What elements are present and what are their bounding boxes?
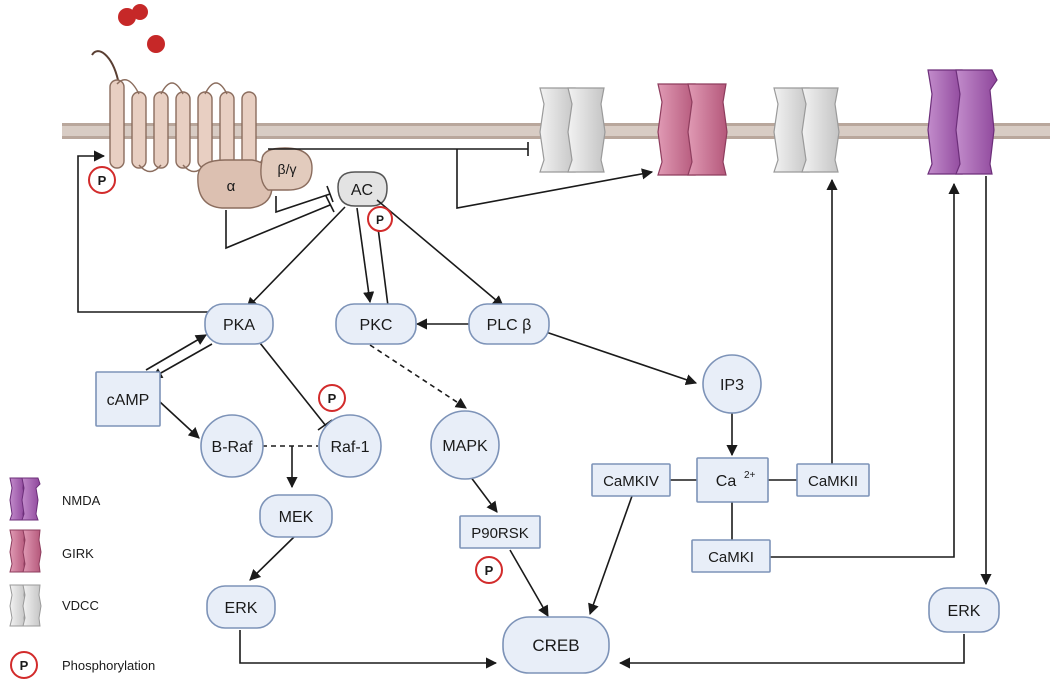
legend-vdcc-icon	[9, 584, 42, 627]
node-ca: Ca 2+	[696, 457, 769, 503]
legend-girk-icon	[9, 529, 42, 573]
node-raf1: Raf-1	[318, 414, 382, 478]
pathway-edges: MAPK dashed -->	[77, 142, 992, 669]
p90rsk-label: P90RSK	[471, 525, 529, 542]
camp-label: cAMP	[107, 392, 150, 409]
edge-camki-nmda	[770, 182, 960, 558]
node-camp: cAMP	[95, 371, 161, 427]
node-camki: CaMKI	[691, 539, 771, 573]
creb-label: CREB	[532, 636, 579, 655]
pka-label: PKA	[223, 317, 255, 334]
legend-phospho-icon: P	[10, 651, 38, 679]
phospho-label: P	[485, 563, 494, 578]
nmda-channel	[927, 69, 998, 175]
edge-p90rsk-creb	[509, 549, 549, 617]
edge-pka-camp	[151, 343, 213, 379]
edge-erkright-creb	[618, 634, 965, 669]
node-ip3: IP3	[702, 354, 762, 414]
node-pka: PKA	[204, 303, 274, 345]
mapk-label: MAPK	[442, 438, 488, 455]
node-mapk: MAPK	[430, 410, 500, 480]
edge-ac-pkc	[356, 207, 375, 304]
legend-nmda-icon	[9, 477, 41, 521]
gpcr-receptor	[91, 50, 263, 173]
erk-right-label: ERK	[948, 603, 981, 620]
node-braf: B-Raf	[200, 414, 264, 478]
edge-to-girk	[456, 149, 654, 209]
node-erk-left: ERK	[206, 585, 276, 629]
pkc-label: PKC	[360, 317, 393, 334]
mek-label: MEK	[279, 509, 314, 526]
vdcc-channel-1	[539, 87, 606, 173]
legend-girk-label: GIRK	[62, 546, 94, 561]
phospho-label: P	[20, 658, 29, 673]
camkii-label: CaMKII	[808, 473, 858, 490]
node-mek: MEK	[259, 494, 333, 538]
beta-gamma-label: β/γ	[278, 161, 297, 177]
edge-alpha-ac	[225, 204, 331, 250]
camkiv-label: CaMKIV	[603, 473, 659, 490]
edge-mapk-p90rsk	[469, 475, 498, 513]
inhibit-bar-betagamma	[326, 185, 334, 203]
phospho-marker-raf1: P	[318, 384, 346, 412]
edge-camkiv-creb	[588, 495, 633, 616]
vdcc-channel-2	[773, 87, 840, 173]
camki-label: CaMKI	[708, 549, 754, 566]
legend-phosphorylation-label: Phosphorylation	[62, 658, 155, 673]
node-creb: CREB	[502, 616, 610, 674]
phospho-marker-ac: P	[367, 206, 393, 232]
node-camkiv: CaMKIV	[591, 463, 671, 497]
node-camkii: CaMKII	[796, 463, 870, 497]
girk-channel	[657, 83, 728, 176]
edge-camp-braf	[159, 401, 200, 439]
ca-superscript: 2+	[744, 470, 756, 481]
phospho-label: P	[376, 213, 384, 227]
edge-pkc-mapk	[369, 344, 467, 409]
alpha-label: α	[227, 178, 236, 195]
node-plcb: PLC β	[468, 303, 550, 345]
edge-ac-plcb	[376, 199, 504, 307]
edge-pka-receptor	[77, 150, 210, 313]
edge-pka-raf1	[259, 342, 327, 427]
ac-label: AC	[351, 182, 373, 199]
erk-left-label: ERK	[225, 600, 258, 617]
edge-mek-erk	[249, 536, 295, 581]
legend: NMDA GIRK VDCC P Phosphorylation	[9, 477, 155, 679]
edge-erkleft-creb	[239, 630, 498, 669]
ip3-label: IP3	[720, 377, 744, 394]
plcb-label: PLC β	[487, 317, 532, 334]
edge-betagamma-ac	[275, 193, 331, 214]
phospho-label: P	[328, 391, 337, 406]
braf-label: B-Raf	[212, 439, 253, 456]
phospho-marker-p90rsk: P	[475, 556, 503, 584]
edge-camp-pka	[145, 334, 207, 371]
edge-ac-pka	[246, 206, 346, 309]
phospho-label: P	[98, 173, 107, 188]
raf1-label: Raf-1	[330, 439, 369, 456]
phospho-marker-receptor: P	[88, 166, 116, 194]
ca-label: Ca	[716, 473, 737, 490]
edge-plcb-ip3	[539, 329, 698, 386]
node-ac: AC	[337, 171, 388, 207]
inhibit-bar-alpha	[325, 195, 335, 213]
node-pkc: PKC	[335, 303, 417, 345]
legend-nmda-label: NMDA	[62, 493, 101, 508]
g-protein-beta-gamma: β/γ	[260, 147, 313, 191]
ligand-molecules	[118, 4, 165, 53]
legend-vdcc-label: VDCC	[62, 598, 99, 613]
node-erk-right: ERK	[928, 587, 1000, 633]
node-p90rsk: P90RSK	[459, 515, 541, 549]
